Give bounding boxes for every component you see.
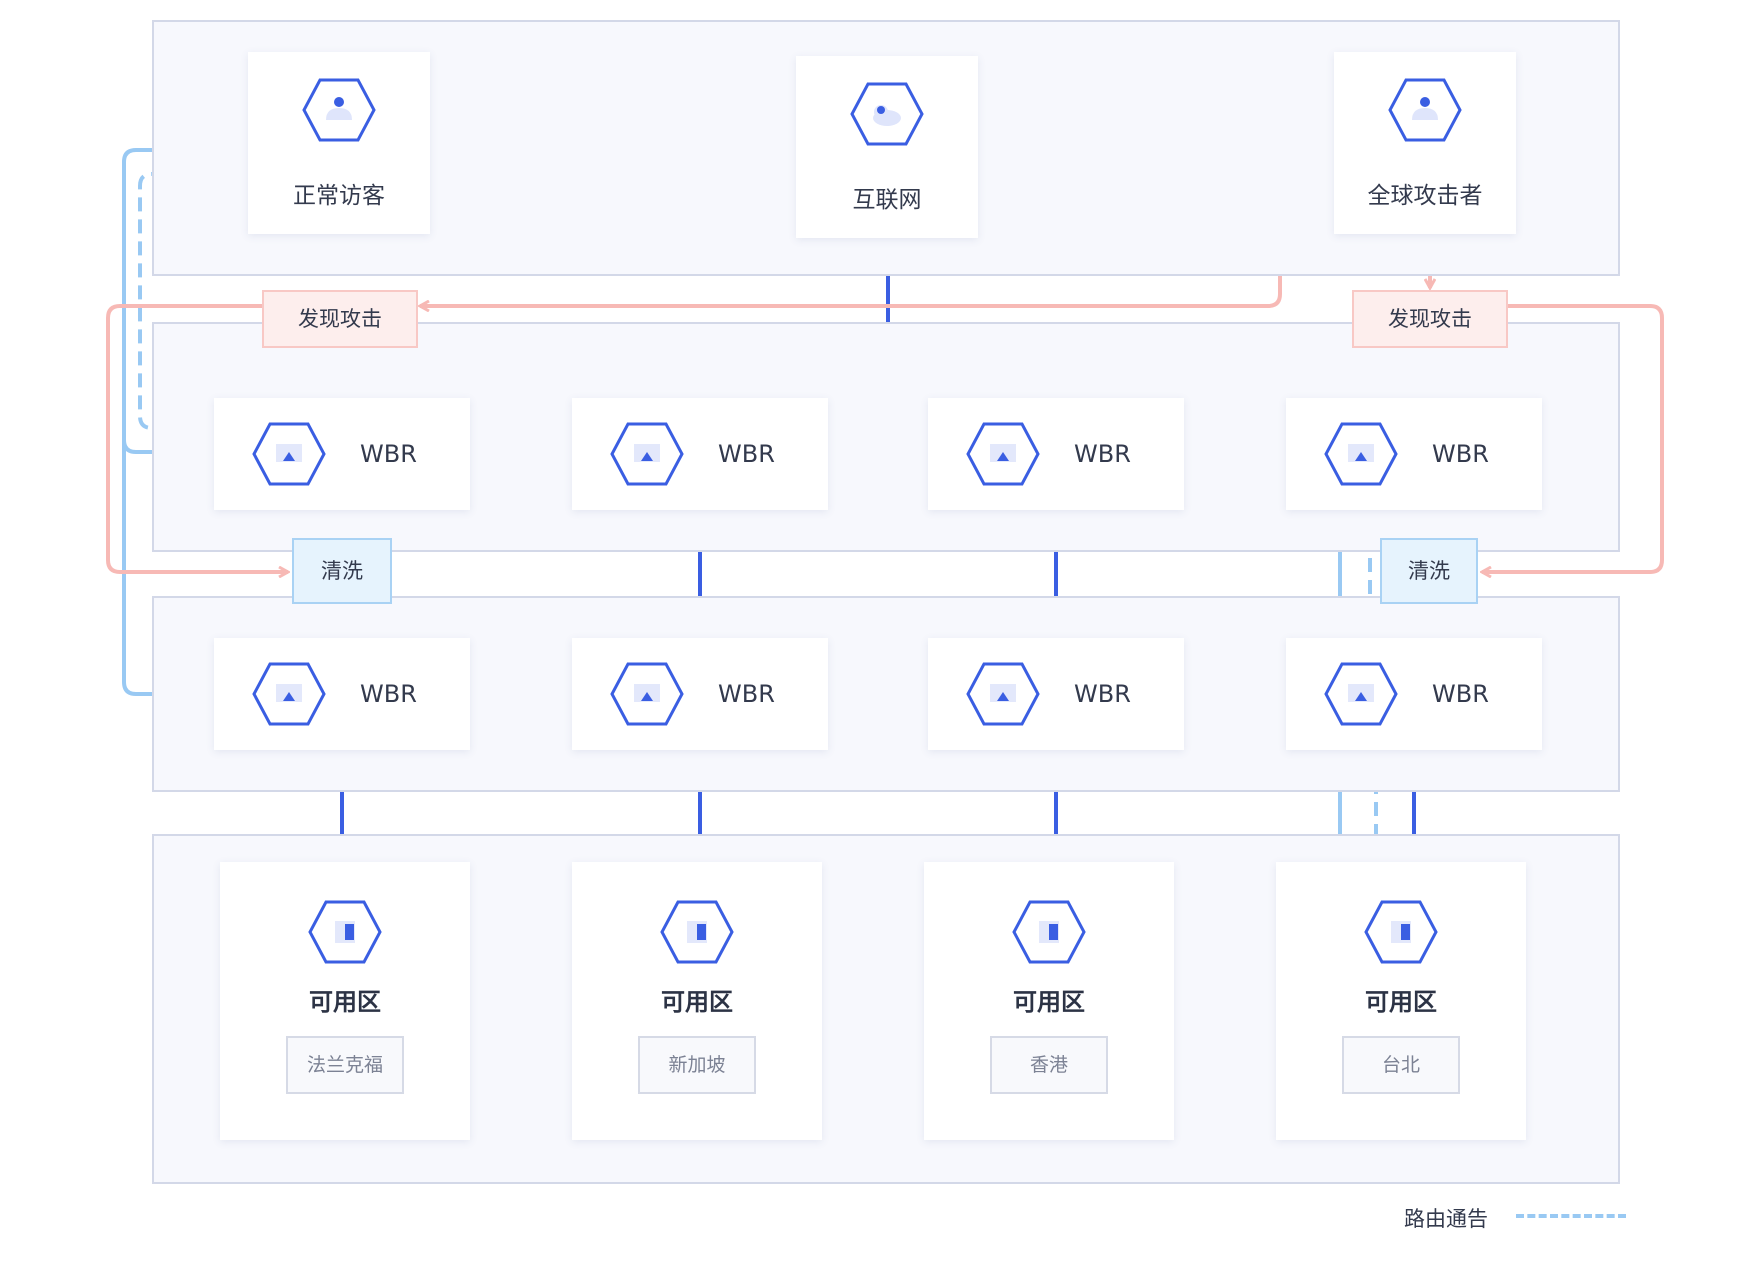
router-icon bbox=[966, 422, 1040, 486]
cloud-icon bbox=[850, 82, 924, 146]
router-icon bbox=[610, 422, 684, 486]
wbr-label: WBR bbox=[1432, 680, 1489, 708]
zone-card-2: 可用区 新加坡 bbox=[572, 862, 822, 1140]
router-icon bbox=[966, 662, 1040, 726]
router-icon bbox=[1324, 662, 1398, 726]
attacker-card: 全球攻击者 bbox=[1334, 52, 1516, 234]
internet-label: 互联网 bbox=[852, 187, 922, 213]
zone-card-3: 可用区 香港 bbox=[924, 862, 1174, 1140]
wbr-label: WBR bbox=[1432, 440, 1489, 468]
router-icon bbox=[252, 422, 326, 486]
zone-city: 法兰克福 bbox=[286, 1036, 404, 1094]
user-icon bbox=[302, 78, 376, 142]
detect-attack-left: 发现攻击 bbox=[262, 290, 418, 348]
zone-city: 新加坡 bbox=[638, 1036, 756, 1094]
user-icon bbox=[1388, 78, 1462, 142]
wbr-label: WBR bbox=[360, 440, 417, 468]
wbr-upper-3: WBR bbox=[928, 398, 1184, 510]
zone-card-1: 可用区 法兰克福 bbox=[220, 862, 470, 1140]
attacker-label: 全球攻击者 bbox=[1367, 183, 1483, 209]
zone-city: 香港 bbox=[990, 1036, 1108, 1094]
server-icon bbox=[660, 900, 734, 964]
wbr-lower-2: WBR bbox=[572, 638, 828, 750]
detect-left-to-clean bbox=[106, 304, 288, 572]
visitor-card: 正常访客 bbox=[248, 52, 430, 234]
router-icon bbox=[610, 662, 684, 726]
internet-card: 互联网 bbox=[796, 56, 978, 238]
wbr-upper-4: WBR bbox=[1286, 398, 1542, 510]
router-icon bbox=[252, 662, 326, 726]
wbr-label: WBR bbox=[718, 680, 775, 708]
legend-route-line bbox=[1516, 1214, 1626, 1218]
server-icon bbox=[1364, 900, 1438, 964]
zone-city: 台北 bbox=[1342, 1036, 1460, 1094]
zone-card-4: 可用区 台北 bbox=[1276, 862, 1526, 1140]
clean-left: 清洗 bbox=[292, 538, 392, 604]
wbr-lower-4: WBR bbox=[1286, 638, 1542, 750]
visitor-link bbox=[122, 148, 248, 696]
wbr-label: WBR bbox=[718, 440, 775, 468]
wbr-lower-3: WBR bbox=[928, 638, 1184, 750]
clean-right: 清洗 bbox=[1380, 538, 1478, 604]
visitor-link-upper bbox=[122, 439, 214, 454]
zone-label: 可用区 bbox=[309, 988, 381, 1016]
router-icon bbox=[1324, 422, 1398, 486]
wbr-upper-1: WBR bbox=[214, 398, 470, 510]
visitor-route-announce bbox=[138, 174, 250, 430]
wbr-label: WBR bbox=[1074, 440, 1131, 468]
server-icon bbox=[308, 900, 382, 964]
wbr-label: WBR bbox=[1074, 680, 1131, 708]
wbr-upper-2: WBR bbox=[572, 398, 828, 510]
detect-attack-right: 发现攻击 bbox=[1352, 290, 1508, 348]
server-icon bbox=[1012, 900, 1086, 964]
wbr-lower-1: WBR bbox=[214, 638, 470, 750]
zone-label: 可用区 bbox=[1013, 988, 1085, 1016]
wbr-label: WBR bbox=[360, 680, 417, 708]
zone-label: 可用区 bbox=[661, 988, 733, 1016]
zone-label: 可用区 bbox=[1365, 988, 1437, 1016]
detect-right-to-clean bbox=[1482, 304, 1664, 572]
legend-route-label: 路由通告 bbox=[1404, 1207, 1488, 1231]
visitor-label: 正常访客 bbox=[293, 183, 385, 209]
